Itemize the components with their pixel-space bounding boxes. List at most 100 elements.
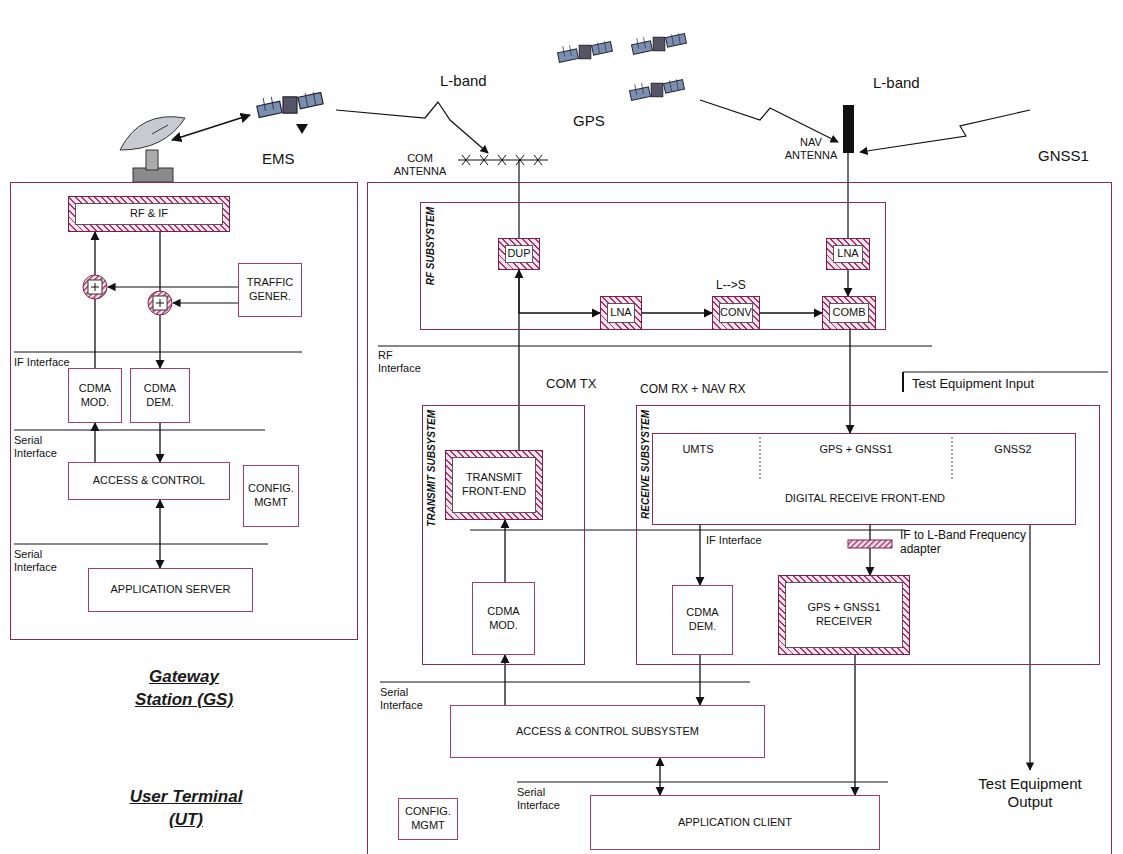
frontend-separator (760, 437, 761, 481)
band-label: DIGITAL RECEIVE FRONT-END (785, 492, 945, 506)
signal-arrow (869, 525, 870, 575)
ems-satellite (257, 92, 323, 117)
function-box: TRAFFIC GENER. (238, 263, 302, 317)
gps-satellite (558, 41, 613, 62)
box-label: GPS + GNSS1 RECEIVER (785, 582, 903, 648)
dish-antenna (120, 117, 185, 182)
annotation-label: IF to L-Band Frequency adapter (900, 528, 1040, 557)
signal-arrow (94, 423, 95, 462)
function-box: ACCESS & CONTROL SUBSYSTEM (450, 705, 765, 758)
function-box: APPLICATION SERVER (88, 568, 253, 612)
annotation-label: Serial Interface (380, 686, 440, 712)
com-antenna (518, 160, 519, 238)
box-label: CDMA DEM. (134, 372, 186, 419)
rf-module-box: COMB (822, 296, 876, 330)
box-label: DUP (505, 245, 533, 263)
gps-signal (700, 100, 838, 142)
subsystem-heading: RF SUBSYSTEM (425, 207, 438, 285)
annotation-label: L-band (440, 72, 487, 90)
band-label: GNSS2 (994, 443, 1031, 457)
frequency-adapter (848, 540, 892, 548)
annotation-label: GNSS1 (1038, 147, 1089, 165)
signal-arrow (504, 655, 505, 705)
function-box: APPLICATION CLIENT (590, 795, 880, 850)
antenna-triangle (296, 124, 308, 134)
rf-module-box: LNA (826, 238, 870, 270)
box-label: LNA (833, 245, 863, 263)
signal-arrow (159, 500, 160, 568)
annotation-label: RF Interface (378, 349, 434, 375)
annotation-label: Serial Interface (14, 548, 74, 574)
interface-line (378, 346, 932, 347)
annotation-label: COM TX (546, 376, 596, 392)
signal-arrow (159, 423, 160, 462)
signal-arrow (94, 232, 95, 368)
function-box: ACCESS & CONTROL (68, 462, 230, 500)
interface-line (14, 352, 302, 353)
signal-arrow (760, 312, 822, 313)
box-label: CONFIG. MGMT (247, 469, 295, 523)
signal-arrow (659, 758, 660, 795)
annotation-label: EMS (262, 150, 295, 168)
signal-arrow (854, 655, 855, 795)
adder-symbol (156, 299, 164, 307)
function-box: CDMA MOD. (472, 582, 535, 655)
frontend-box: UMTSGPS + GNSS1GNSS2DIGITAL RECEIVE FRON… (652, 433, 1076, 525)
function-box: CONFIG. MGMT (243, 465, 299, 527)
box-label: CONV (719, 303, 753, 323)
annotation-label: L-band (873, 74, 920, 92)
com-antenna (458, 155, 548, 238)
interface-line (14, 430, 265, 431)
test-output-wire (1030, 525, 1031, 770)
dish-antenna (120, 117, 185, 150)
satellite-link (172, 115, 250, 140)
station-box: Gateway Station (GS)RF & IFTRAFFIC GENER… (10, 182, 358, 640)
subsystem-heading: TRANSMIT SUBSYSTEM (426, 410, 439, 527)
rf-module-box: LNA (600, 296, 642, 330)
adder-symbol (83, 275, 172, 315)
interface-line (903, 372, 1108, 373)
nav-antenna (847, 153, 848, 238)
rf-module-box: TRANSMIT FRONT-END (445, 450, 543, 520)
annotation-label: GPS (573, 112, 605, 130)
adder-symbol (88, 280, 102, 294)
rf-module-box: DUP (498, 238, 540, 270)
interface-line (517, 782, 888, 783)
station-heading: Gateway Station (GS) (134, 666, 234, 712)
satellite-link (172, 115, 250, 140)
signal-arrow (849, 330, 850, 433)
annotation-label: COM ANTENNA (388, 152, 452, 178)
annotation-label: Serial Interface (517, 786, 577, 812)
frontend-separator (760, 437, 952, 481)
annotation-label: NAV ANTENNA (778, 136, 844, 162)
traffic-wire (108, 286, 238, 287)
com-antenna (462, 155, 542, 165)
l-band-link (336, 102, 488, 153)
signal-arrow (699, 525, 700, 585)
box-label: CDMA MOD. (72, 372, 118, 419)
frequency-adapter (848, 540, 892, 548)
box-label: APPLICATION CLIENT (594, 799, 876, 846)
annotation-label: IF Interface (14, 356, 74, 369)
box-label: TRANSMIT FRONT-END (452, 457, 536, 513)
function-box: CONFIG. MGMT (398, 798, 458, 840)
band-label: GPS + GNSS1 (819, 443, 892, 457)
annotation-label: L-->S (716, 278, 746, 292)
rf-module-box: CONV (712, 296, 760, 330)
signal-arrow (642, 312, 712, 313)
subsystem-heading: RECEIVE SUBSYSTEM (640, 410, 653, 519)
box-label: TRAFFIC GENER. (242, 267, 298, 313)
gps-signal (700, 100, 1030, 152)
rf-module-box: RF & IF (68, 196, 230, 232)
antenna-triangle (296, 124, 308, 134)
traffic-wire (108, 287, 238, 303)
signal-arrow (699, 655, 700, 705)
gps-satellite (558, 33, 687, 100)
interface-line (380, 682, 750, 683)
frontend-separator (952, 437, 953, 481)
box-label: CDMA MOD. (476, 586, 531, 651)
dish-antenna (152, 125, 168, 134)
test-output-wire (1029, 525, 1030, 770)
box-label: ACCESS & CONTROL (72, 466, 226, 496)
box-label: RF & IF (75, 203, 223, 225)
